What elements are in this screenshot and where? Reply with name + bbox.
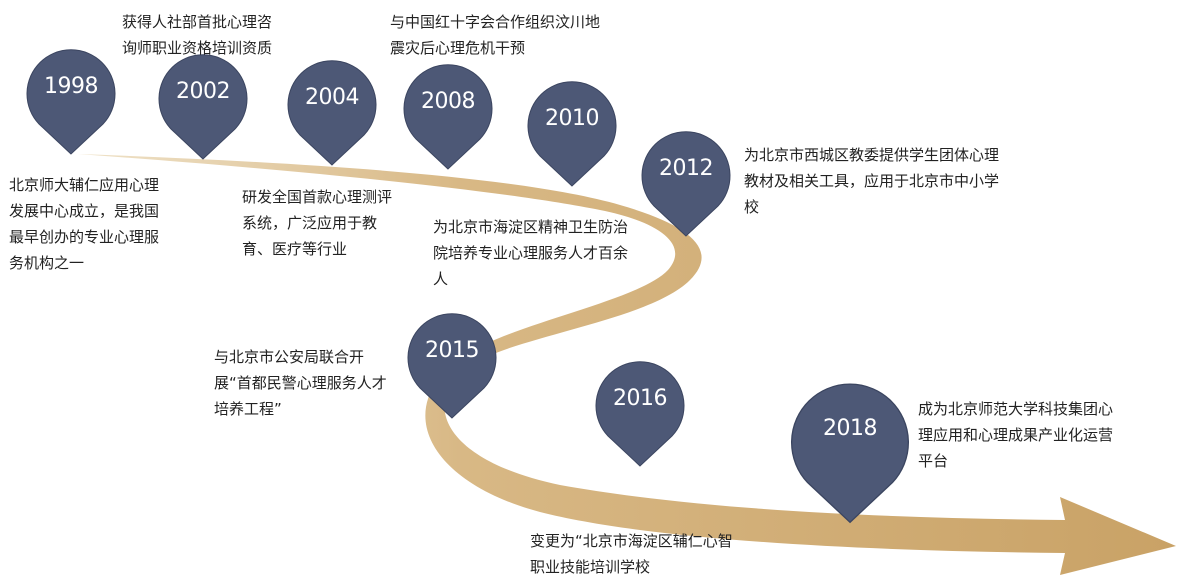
milestone-pin-2018: 2018: [789, 383, 911, 526]
milestone-year: 2004: [305, 85, 360, 110]
milestone-text-2012: 为北京市西城区教委提供学生团体心理教材及相关工具，应用于北京市中小学校: [744, 146, 1000, 216]
milestone-year: 2012: [659, 156, 714, 181]
milestone-pin-2008: 2008: [402, 64, 494, 171]
map-pin-icon: [26, 49, 116, 155]
milestone-pin-2002: 2002: [157, 54, 249, 161]
milestone-text-2004: 研发全国首款心理测评系统，广泛应用于教育、医疗等行业: [242, 188, 393, 258]
milestone-text-2002: 获得人社部首批心理咨询师职业资格培训资质: [122, 13, 273, 57]
milestone-pin-1998: 1998: [25, 49, 117, 156]
milestone-text-2016: 变更为“北京市海淀区辅仁心智职业技能培训学校: [530, 532, 733, 576]
map-pin-icon: [527, 81, 617, 187]
milestone-text-1998: 北京师大辅仁应用心理发展中心成立，是我国最早创办的专业心理服务机构之一: [9, 176, 160, 272]
map-pin-icon: [403, 64, 493, 170]
milestone-pin-2016: 2016: [594, 361, 686, 468]
milestone-pin-2010: 2010: [526, 81, 618, 188]
milestone-pin-2004: 2004: [286, 60, 378, 167]
map-pin-icon: [641, 131, 731, 237]
milestone-year: 2015: [425, 338, 480, 363]
milestone-year: 1998: [44, 74, 99, 99]
milestone-year: 2002: [176, 79, 231, 104]
milestone-year: 2016: [613, 386, 668, 411]
map-pin-icon: [407, 313, 497, 419]
map-pin-icon: [790, 383, 910, 524]
road-ribbon: [78, 154, 1176, 575]
milestone-pin-2015: 2015: [406, 313, 498, 420]
map-pin-icon: [595, 361, 685, 467]
milestone-text-2018: 成为北京师范大学科技集团心理应用和心理成果产业化运营平台: [918, 400, 1114, 470]
milestone-text-2015: 与北京市公安局联合开展“首都民警心理服务人才培养工程”: [214, 348, 387, 418]
milestone-year: 2018: [823, 416, 878, 441]
milestone-year: 2008: [421, 89, 476, 114]
milestone-text-2008: 与中国红十字会合作组织汶川地震灾后心理危机干预: [390, 13, 601, 57]
milestone-pin-2012: 2012: [640, 131, 732, 238]
map-pin-icon: [158, 54, 248, 160]
map-pin-icon: [287, 60, 377, 166]
milestone-year: 2010: [545, 106, 600, 131]
milestone-text-2010: 为北京市海淀区精神卫生防治院培养专业心理服务人才百余人: [433, 218, 629, 288]
